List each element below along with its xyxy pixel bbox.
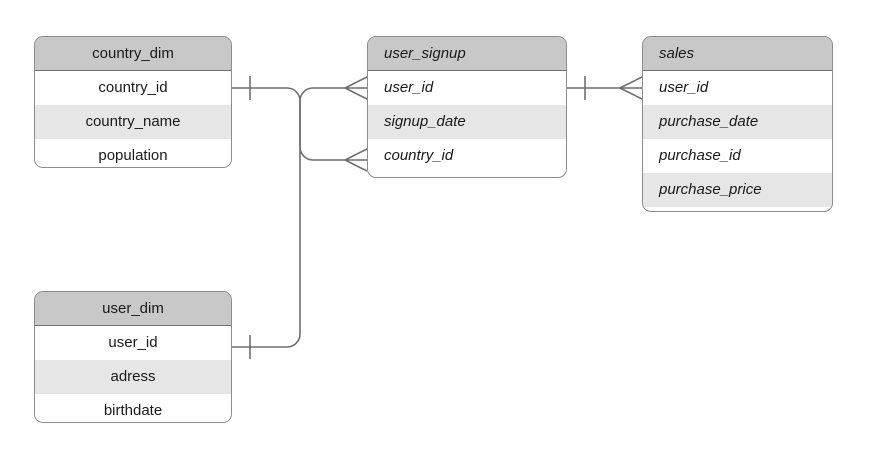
crowsfoot-many <box>344 76 368 100</box>
entity-field[interactable]: birthdate <box>35 394 231 422</box>
entity-field[interactable]: purchase_date <box>643 105 832 139</box>
entity-field[interactable]: purchase_id <box>643 139 832 173</box>
entity-title: country_dim <box>35 37 231 71</box>
entity-title: user_dim <box>35 292 231 326</box>
entity-title: user_signup <box>368 37 566 71</box>
entity-field[interactable]: adress <box>35 360 231 394</box>
crowsfoot-many <box>619 76 643 100</box>
entity-field[interactable]: population <box>35 139 231 167</box>
crowsfoot-many <box>344 148 368 172</box>
connector-user-dim-to-user-signup <box>232 76 368 359</box>
entity-title: sales <box>643 37 832 71</box>
entity-field[interactable]: country_id <box>368 139 566 173</box>
entity-field[interactable]: country_id <box>35 71 231 105</box>
entity-country-dim[interactable]: country_dim country_id country_name popu… <box>34 36 232 168</box>
entity-field[interactable]: country_name <box>35 105 231 139</box>
entity-field[interactable]: signup_date <box>368 105 566 139</box>
entity-field[interactable]: user_id <box>643 71 832 105</box>
connector-user-signup-to-sales <box>567 76 643 100</box>
connector-country-dim-to-user-signup <box>232 76 368 172</box>
entity-field[interactable]: purchase_price <box>643 173 832 207</box>
entity-sales[interactable]: sales user_id purchase_date purchase_id … <box>642 36 833 212</box>
entity-field[interactable]: user_id <box>35 326 231 360</box>
entity-user-dim[interactable]: user_dim user_id adress birthdate <box>34 291 232 423</box>
entity-field[interactable]: user_id <box>368 71 566 105</box>
entity-user-signup[interactable]: user_signup user_id signup_date country_… <box>367 36 567 178</box>
